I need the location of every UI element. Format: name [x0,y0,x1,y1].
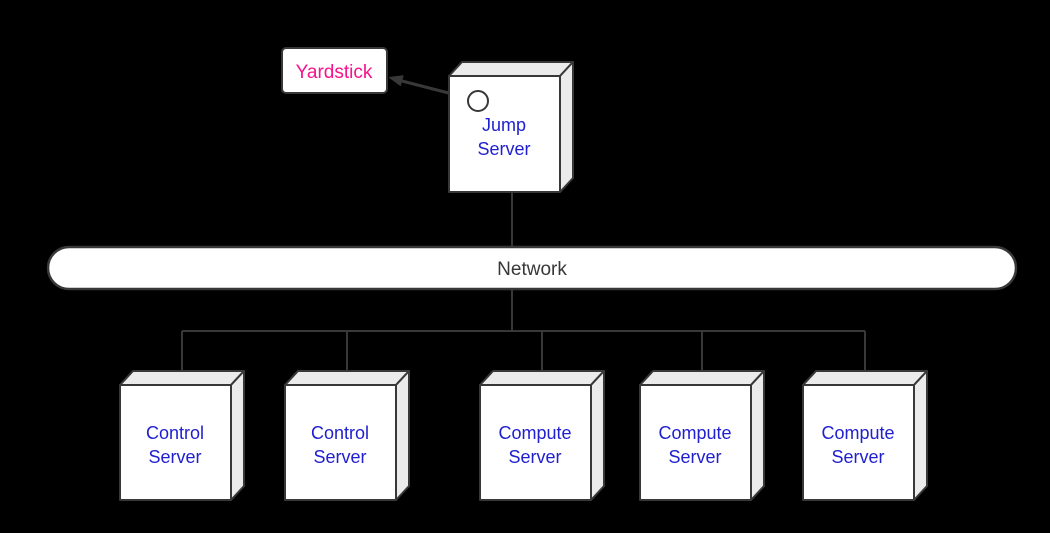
control-server-2-side-face [395,370,410,501]
compute-server-1-label-line2: Server [508,447,561,467]
compute-server-1-label-line1: Compute [498,423,571,443]
compute-server-1-top-face [479,370,605,386]
compute-server-3-label-line2: Server [831,447,884,467]
control-server-2-front-face [284,384,397,501]
node-compute-server-1: Compute Server [479,370,605,501]
jump-server-label-line1: Jump [482,115,526,135]
network-label: Network [497,259,567,280]
control-server-2-top-face [284,370,410,386]
compute-server-2-front-face [639,384,752,501]
control-server-2-label-line1: Control [311,423,369,443]
node-control-server-2: Control Server [284,370,410,501]
node-control-server-1: Control Server [119,370,245,501]
compute-server-3-label-line1: Compute [821,423,894,443]
compute-server-3-front-face [802,384,915,501]
node-compute-server-3: Compute Server [802,370,928,501]
jump-server-label-line2: Server [477,139,530,159]
node-compute-server-2: Compute Server [639,370,765,501]
arrowhead-icon [389,75,404,86]
node-network: Network [46,245,1018,291]
network-bus [46,245,1018,291]
jump-server-front-face [448,75,561,193]
compute-server-1-side-face [590,370,605,501]
yardstick-label: Yardstick [296,62,373,83]
compute-server-2-label-line2: Server [668,447,721,467]
control-server-1-side-face [230,370,245,501]
yardstick-box [281,47,388,94]
compute-server-2-top-face [639,370,765,386]
node-yardstick: Yardstick [281,47,388,94]
compute-server-2-label-line1: Compute [658,423,731,443]
compute-server-1-front-face [479,384,592,501]
control-server-1-top-face [119,370,245,386]
control-server-1-front-face [119,384,232,501]
control-server-2-label-line2: Server [313,447,366,467]
control-server-1-label-line2: Server [148,447,201,467]
compute-server-3-top-face [802,370,928,386]
port-circle-icon [467,90,489,112]
node-jump-server: Jump Server [448,61,574,193]
jump-server-side-face [559,61,574,193]
control-server-1-label-line1: Control [146,423,204,443]
compute-server-2-side-face [750,370,765,501]
compute-server-3-side-face [913,370,928,501]
jump-server-top-face [448,61,574,77]
